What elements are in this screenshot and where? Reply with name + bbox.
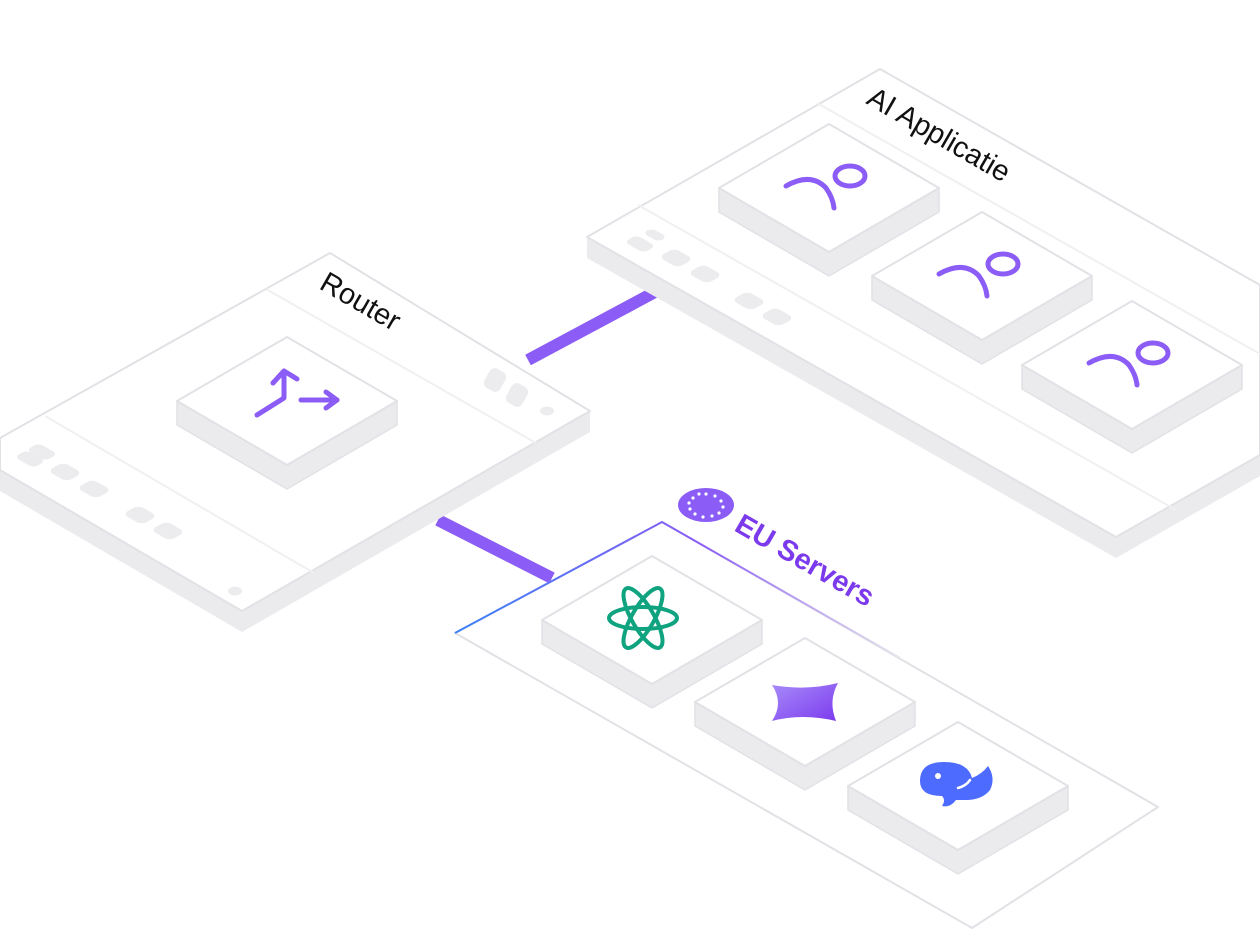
connector-router-eu bbox=[435, 514, 555, 584]
user-tile bbox=[718, 123, 940, 277]
ai-applicatie-panel: AI Applicatie bbox=[586, 68, 1260, 558]
gemini-tile bbox=[694, 637, 916, 791]
connector-router-ai bbox=[525, 286, 658, 366]
user-icon bbox=[1086, 340, 1171, 388]
openai-tile bbox=[541, 555, 763, 709]
eu-servers-panel: EU Servers bbox=[454, 488, 1159, 929]
route-split-arrow-icon bbox=[254, 368, 340, 418]
ai-panel-placeholders bbox=[626, 229, 792, 326]
user-tile bbox=[871, 211, 1093, 365]
eu-flag-icon bbox=[678, 488, 734, 522]
user-tile bbox=[1021, 300, 1243, 454]
deepseek-tile bbox=[847, 721, 1069, 875]
user-icon bbox=[783, 163, 868, 211]
router-tile bbox=[176, 336, 398, 490]
router-panel-placeholders bbox=[16, 368, 554, 596]
gemini-sparkle-icon bbox=[772, 683, 838, 721]
router-panel: Router bbox=[0, 252, 591, 632]
deepseek-whale-icon bbox=[920, 762, 993, 807]
user-icon bbox=[936, 251, 1021, 299]
openai-logo-icon bbox=[607, 586, 679, 650]
